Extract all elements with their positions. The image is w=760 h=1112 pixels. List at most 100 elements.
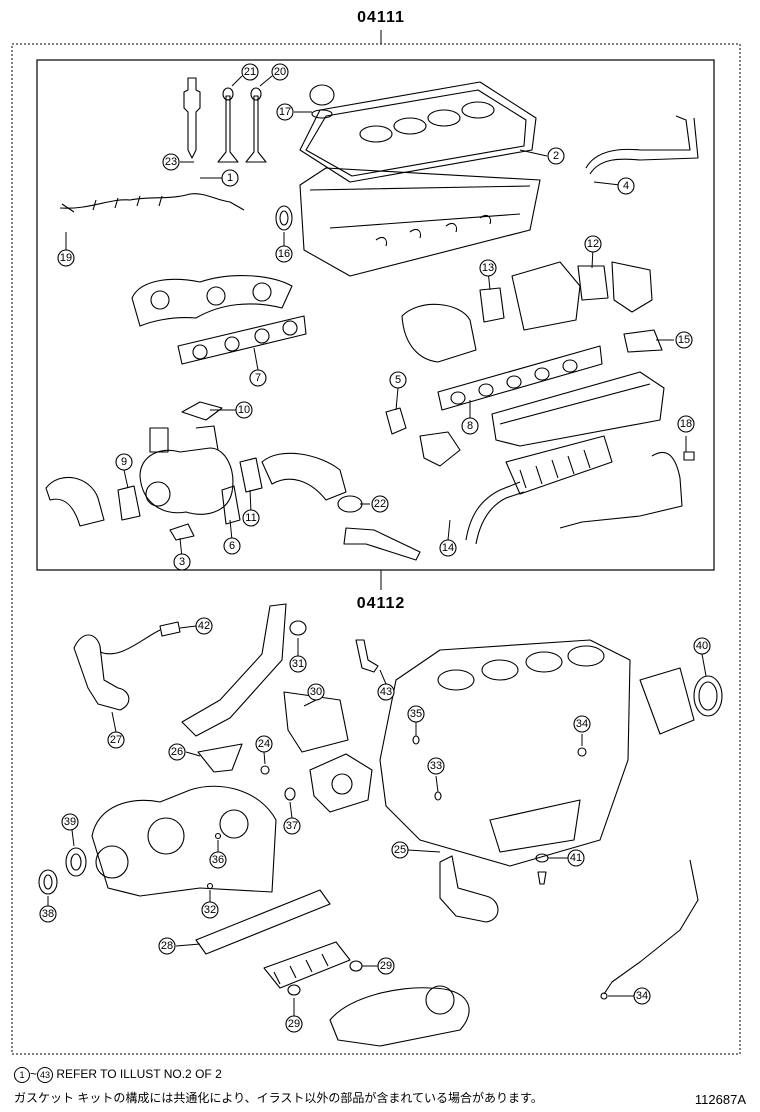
callout-6: 6 xyxy=(223,537,241,555)
svg-text:20: 20 xyxy=(274,66,286,78)
svg-text:42: 42 xyxy=(198,620,210,632)
svg-text:31: 31 xyxy=(292,658,304,670)
callout-10: 10 xyxy=(235,401,253,419)
callout-21: 21 xyxy=(241,63,259,81)
callout-42: 42 xyxy=(195,617,213,635)
callout-23: 23 xyxy=(162,153,180,171)
svg-text:15: 15 xyxy=(678,334,690,346)
svg-text:6: 6 xyxy=(229,540,235,552)
svg-text:23: 23 xyxy=(165,156,177,168)
japanese-note: ガスケット キットの構成には共通化により、イラスト以外の部品が含まれている場合が… xyxy=(14,1091,543,1105)
callout-16: 16 xyxy=(275,245,293,263)
callout-29-a: 29 xyxy=(377,957,395,975)
svg-text:9: 9 xyxy=(121,456,127,468)
svg-text:34: 34 xyxy=(576,718,588,730)
svg-text:21: 21 xyxy=(244,66,256,78)
callout-9: 9 xyxy=(115,453,133,471)
part-number-bottom: 04112 xyxy=(357,595,406,612)
callout-18: 18 xyxy=(677,415,695,433)
callout-39: 39 xyxy=(61,813,79,831)
range-tilde: ~ xyxy=(30,1067,38,1082)
svg-text:27: 27 xyxy=(110,734,122,746)
callout-20: 20 xyxy=(271,63,289,81)
svg-text:39: 39 xyxy=(64,816,76,828)
svg-text:13: 13 xyxy=(482,262,494,274)
callout-5: 5 xyxy=(389,371,407,389)
svg-text:12: 12 xyxy=(587,238,599,250)
callout-38: 38 xyxy=(39,905,57,923)
svg-text:5: 5 xyxy=(395,374,401,386)
svg-text:11: 11 xyxy=(245,512,256,524)
drawing-id: 112687A xyxy=(694,1092,746,1107)
callout-36: 36 xyxy=(209,851,227,869)
svg-text:10: 10 xyxy=(238,404,250,416)
svg-text:34: 34 xyxy=(636,990,648,1002)
svg-text:29: 29 xyxy=(288,1018,300,1030)
callout-35: 35 xyxy=(407,705,425,723)
svg-text:38: 38 xyxy=(42,908,54,920)
top-parts-art xyxy=(45,77,699,561)
svg-text:30: 30 xyxy=(310,686,322,698)
bottom-parts-art xyxy=(38,603,723,1047)
callout-34-b: 34 xyxy=(633,987,651,1005)
svg-text:26: 26 xyxy=(171,746,183,758)
svg-text:43: 43 xyxy=(380,686,392,698)
svg-text:33: 33 xyxy=(430,760,442,772)
callout-12: 12 xyxy=(584,235,602,253)
svg-text:18: 18 xyxy=(680,418,692,430)
svg-text:14: 14 xyxy=(442,542,454,554)
inner-kit-frame xyxy=(36,59,715,571)
callout-40: 40 xyxy=(693,637,711,655)
callout-3: 3 xyxy=(173,553,191,571)
callout-26: 26 xyxy=(168,743,186,761)
svg-text:1: 1 xyxy=(227,172,233,184)
svg-text:24: 24 xyxy=(258,738,270,750)
callout-27: 27 xyxy=(107,731,125,749)
svg-text:35: 35 xyxy=(410,708,422,720)
callout-13: 13 xyxy=(479,259,497,277)
svg-text:25: 25 xyxy=(394,844,406,856)
callout-14: 14 xyxy=(439,539,457,557)
callout-41: 41 xyxy=(567,849,585,867)
callout-1: 1 xyxy=(221,169,239,187)
svg-text:16: 16 xyxy=(278,248,290,260)
range-start-badge: 1 xyxy=(14,1067,30,1083)
callout-31: 31 xyxy=(289,655,307,673)
callout-17: 17 xyxy=(276,103,294,121)
callout-33: 33 xyxy=(427,757,445,775)
callout-37: 37 xyxy=(283,817,301,835)
outer-kit-frame xyxy=(11,43,741,1055)
callout-11: 11 xyxy=(242,509,260,527)
svg-text:4: 4 xyxy=(623,180,629,192)
callout-15: 15 xyxy=(675,331,693,349)
callout-22: 22 xyxy=(371,495,389,513)
svg-text:37: 37 xyxy=(286,820,298,832)
callout-24: 24 xyxy=(255,735,273,753)
callout-2: 2 xyxy=(547,147,565,165)
refer-text: REFER TO ILLUST NO.2 OF 2 xyxy=(56,1067,222,1082)
svg-text:36: 36 xyxy=(212,854,224,866)
callout-29-b: 29 xyxy=(285,1015,303,1033)
svg-text:28: 28 xyxy=(161,940,173,952)
callout-19: 19 xyxy=(57,249,75,267)
svg-text:40: 40 xyxy=(696,640,708,652)
svg-text:3: 3 xyxy=(179,556,185,568)
callout-43: 43 xyxy=(377,683,395,701)
callout-4: 4 xyxy=(617,177,635,195)
svg-text:8: 8 xyxy=(467,420,473,432)
callout-7: 7 xyxy=(249,369,267,387)
svg-text:29: 29 xyxy=(380,960,392,972)
callout-30: 30 xyxy=(307,683,325,701)
callout-25: 25 xyxy=(391,841,409,859)
svg-text:41: 41 xyxy=(570,852,582,864)
svg-text:7: 7 xyxy=(255,372,261,384)
svg-text:22: 22 xyxy=(374,498,386,510)
range-end-badge: 43 xyxy=(37,1067,54,1083)
callout-32: 32 xyxy=(201,901,219,919)
callout-28: 28 xyxy=(158,937,176,955)
refer-note: 1~43 REFER TO ILLUST NO.2 OF 2 xyxy=(14,1067,222,1083)
svg-text:19: 19 xyxy=(60,252,72,264)
svg-text:2: 2 xyxy=(553,150,559,162)
callout-34-a: 34 xyxy=(573,715,591,733)
